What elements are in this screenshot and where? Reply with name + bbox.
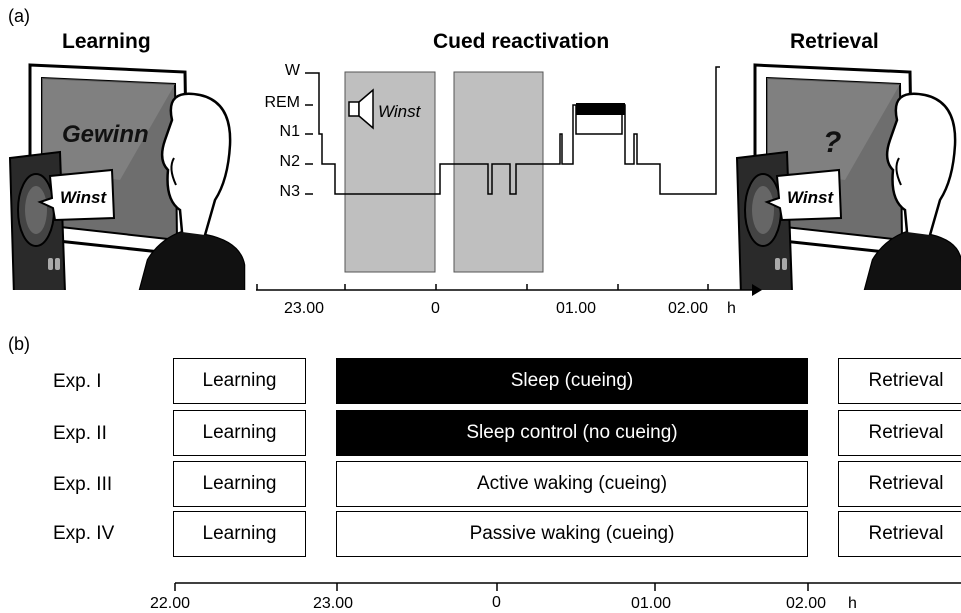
condition-box-1: Sleep (cueing) <box>336 358 808 404</box>
stage-label-rem: REM <box>264 94 300 111</box>
retrieval-illustration: ? Winst <box>735 63 961 290</box>
retrieval-box-3: Retrieval <box>838 461 961 507</box>
b-tick-2300: 23.00 <box>313 595 354 612</box>
retrieval-box-1: Retrieval <box>838 358 961 404</box>
heading-cued-reactivation: Cued reactivation <box>433 30 610 53</box>
exp-label-1: Exp. I <box>53 371 102 392</box>
cue-word: Winst <box>378 102 422 121</box>
panel-b-time-axis <box>174 582 961 591</box>
stage-label-w: W <box>284 62 300 79</box>
heading-retrieval: Retrieval <box>790 30 879 53</box>
speaker-word-retrieval: Winst <box>787 188 834 207</box>
sleep-stage-trace <box>313 66 720 195</box>
stage-label-n1: N1 <box>279 123 300 140</box>
retrieval-box-4: Retrieval <box>838 511 961 557</box>
b-time-unit: h <box>848 595 857 612</box>
hypnogram: Winst <box>256 66 762 296</box>
condition-box-2: Sleep control (no cueing) <box>336 410 808 456</box>
cueing-period-2 <box>453 71 544 273</box>
a-tick-2300: 23.00 <box>284 300 325 317</box>
exp-label-2: Exp. II <box>53 423 107 444</box>
condition-box-3: Active waking (cueing) <box>336 461 808 507</box>
stage-label-n2: N2 <box>279 153 300 170</box>
speaker-word-learning: Winst <box>60 188 107 207</box>
a-time-unit: h <box>727 300 736 317</box>
screen-word-retrieval: ? <box>823 126 841 159</box>
learning-box-2: Learning <box>173 410 306 456</box>
a-tick-0: 0 <box>431 300 440 317</box>
a-tick-0100: 01.00 <box>556 300 597 317</box>
rem-episode <box>576 103 625 115</box>
exp-label-4: Exp. IV <box>53 523 115 544</box>
b-tick-0: 0 <box>492 594 501 611</box>
panel-b-label: (b) <box>8 334 30 354</box>
retrieval-box-2: Retrieval <box>838 410 961 456</box>
b-tick-2200: 22.00 <box>150 595 191 612</box>
learning-box-4: Learning <box>173 511 306 557</box>
screen-word-learning: Gewinn <box>62 121 149 148</box>
a-tick-0200: 02.00 <box>668 300 709 317</box>
condition-box-4: Passive waking (cueing) <box>336 511 808 557</box>
heading-learning: Learning <box>62 30 151 53</box>
learning-box-3: Learning <box>173 461 306 507</box>
speaker-icon <box>348 88 374 130</box>
panel-a-label: (a) <box>8 6 30 26</box>
learning-box-1: Learning <box>173 358 306 404</box>
b-tick-0100: 01.00 <box>631 595 672 612</box>
stage-label-n3: N3 <box>279 183 300 200</box>
exp-label-3: Exp. III <box>53 474 113 495</box>
learning-illustration: Gewinn Winst <box>8 63 246 290</box>
b-tick-0200: 02.00 <box>786 595 827 612</box>
